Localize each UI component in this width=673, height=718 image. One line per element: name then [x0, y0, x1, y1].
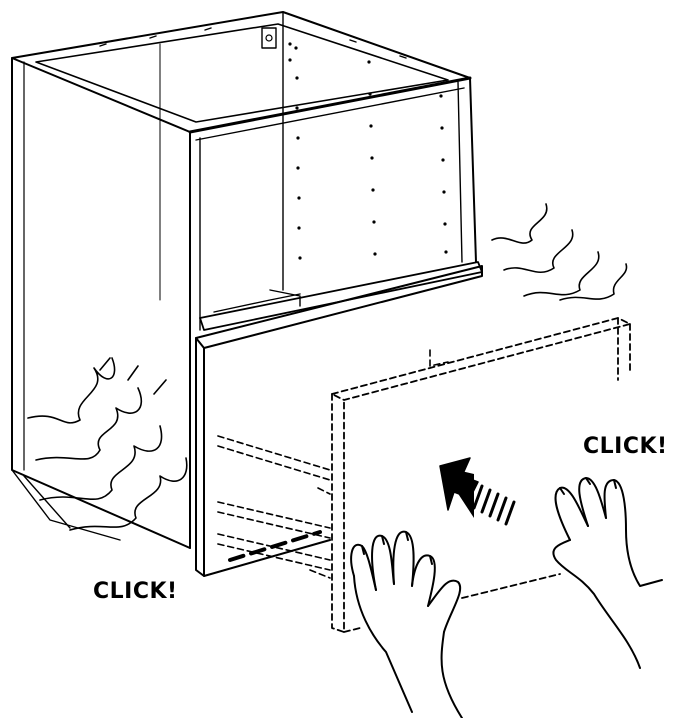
front-panel [331, 317, 631, 633]
cabinet-frame [11, 11, 477, 549]
vibration-marks [27, 203, 628, 531]
floor-lines [11, 469, 121, 541]
click-label-right: CLICK! [583, 434, 668, 459]
hand-left-icon [350, 530, 463, 718]
click-label-left: CLICK! [93, 579, 178, 604]
drawer-runners [217, 349, 449, 579]
drawer-front [195, 261, 483, 577]
hand-right-icon [552, 477, 663, 669]
push-arrow [439, 457, 516, 526]
